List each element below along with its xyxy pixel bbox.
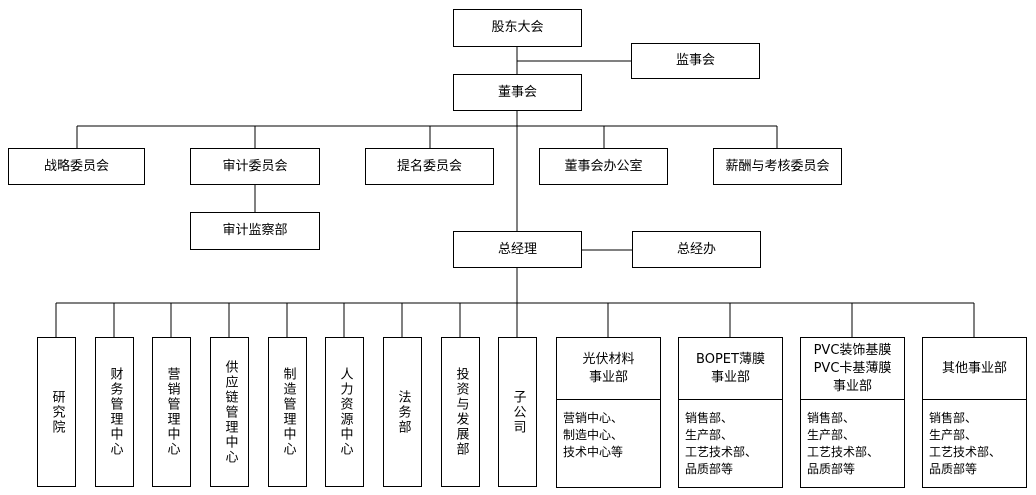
dept-subsidiary: 子公司 <box>498 337 537 487</box>
dept-investment: 投资与发展部 <box>441 337 480 487</box>
bu-pv: 光伏材料 事业部 营销中心、 制造中心、 技术中心等 <box>556 337 661 488</box>
node-remuneration-committee: 薪酬与考核委员会 <box>713 148 842 185</box>
node-shareholders-meeting: 股东大会 <box>453 9 582 47</box>
node-board: 董事会 <box>453 74 582 111</box>
node-nomination-committee: 提名委员会 <box>365 148 494 185</box>
node-audit-committee: 审计委员会 <box>190 148 320 185</box>
bu-detail: 营销中心、 制造中心、 技术中心等 <box>563 411 624 459</box>
node-gm-office: 总经办 <box>632 231 761 268</box>
bu-title: 光伏材料 事业部 <box>557 338 660 400</box>
bu-title: PVC装饰基膜 PVC卡基薄膜 事业部 <box>801 338 904 400</box>
dept-label: 供应链管理中心 <box>222 359 238 465</box>
dept-label: 人力资源中心 <box>337 367 353 457</box>
node-strategy-committee: 战略委员会 <box>8 148 145 185</box>
dept-hr: 人力资源中心 <box>325 337 364 487</box>
bu-other: 其他事业部 销售部、 生产部、 工艺技术部、 品质部等 <box>922 337 1027 488</box>
bu-detail: 销售部、 生产部、 工艺技术部、 品质部等 <box>685 411 758 476</box>
dept-legal: 法务部 <box>383 337 422 487</box>
dept-label: 子公司 <box>510 389 526 435</box>
dept-label: 财务管理中心 <box>107 367 123 457</box>
dept-label: 法务部 <box>395 389 411 435</box>
dept-marketing: 营销管理中心 <box>152 337 191 487</box>
dept-label: 制造管理中心 <box>280 367 296 457</box>
bu-detail: 销售部、 生产部、 工艺技术部、 品质部等 <box>807 411 880 476</box>
bu-title: 其他事业部 <box>923 338 1026 400</box>
dept-label: 营销管理中心 <box>164 367 180 457</box>
node-board-office: 董事会办公室 <box>539 148 668 185</box>
bu-title: BOPET薄膜 事业部 <box>679 338 782 400</box>
dept-label: 投资与发展部 <box>453 367 469 457</box>
dept-finance: 财务管理中心 <box>95 337 134 487</box>
bu-detail: 销售部、 生产部、 工艺技术部、 品质部等 <box>929 411 1002 476</box>
dept-research: 研究院 <box>37 337 76 487</box>
node-supervisory-board: 监事会 <box>631 43 760 79</box>
node-general-manager: 总经理 <box>453 231 582 268</box>
dept-manufacturing: 制造管理中心 <box>268 337 307 487</box>
dept-label: 研究院 <box>49 389 65 435</box>
node-audit-department: 审计监察部 <box>190 212 320 250</box>
dept-supply-chain: 供应链管理中心 <box>210 337 249 487</box>
bu-bopet: BOPET薄膜 事业部 销售部、 生产部、 工艺技术部、 品质部等 <box>678 337 783 488</box>
bu-pvc: PVC装饰基膜 PVC卡基薄膜 事业部 销售部、 生产部、 工艺技术部、 品质部… <box>800 337 905 488</box>
